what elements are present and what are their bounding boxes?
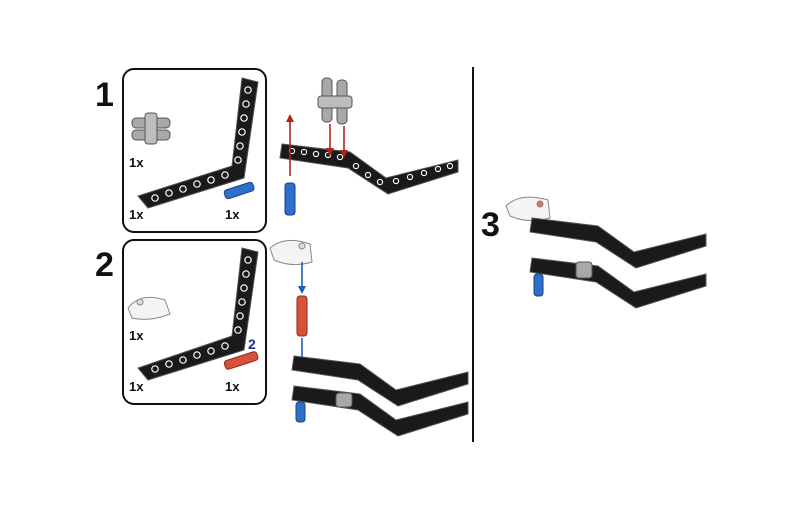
step-2-qty-red-pin: 1x [225,379,240,394]
step-2-red-pin-middle [296,295,308,337]
step-2-qty-beam: 1x [129,379,144,394]
step-3-white-panel [505,196,551,222]
step-2-top-beam [291,355,469,407]
step-3-top-beam [529,217,707,269]
step-1-qty-gray-connector: 1x [129,155,144,170]
step-2-bent-beam-part [137,247,259,381]
step-divider-line [472,67,474,442]
step-1-blue-pin-part [223,181,255,200]
step-2-white-panel-part [127,296,171,320]
step-1-qty-beam: 1x [129,207,144,222]
step-1-blue-pin-below [284,182,296,216]
step-2-number: 2 [95,246,114,284]
step-1-assembly-beam [279,143,459,195]
step-3-bottom-beam [529,257,707,309]
step-2-red-pin-multiplier: 2 [248,336,256,352]
step-1-qty-blue-pin: 1x [225,207,240,222]
step-2-bottom-beam [291,385,469,437]
step-2-qty-white-panel: 1x [129,328,144,343]
step-1-gray-connector-above [317,77,353,125]
step-2-white-panel-above [269,239,313,266]
step-2-red-pin-part [223,351,259,370]
step-1-number: 1 [95,76,114,114]
step-3-number: 3 [481,206,500,244]
step-1-gray-connector-part [131,112,171,145]
step-1-bent-beam-part [137,77,259,209]
